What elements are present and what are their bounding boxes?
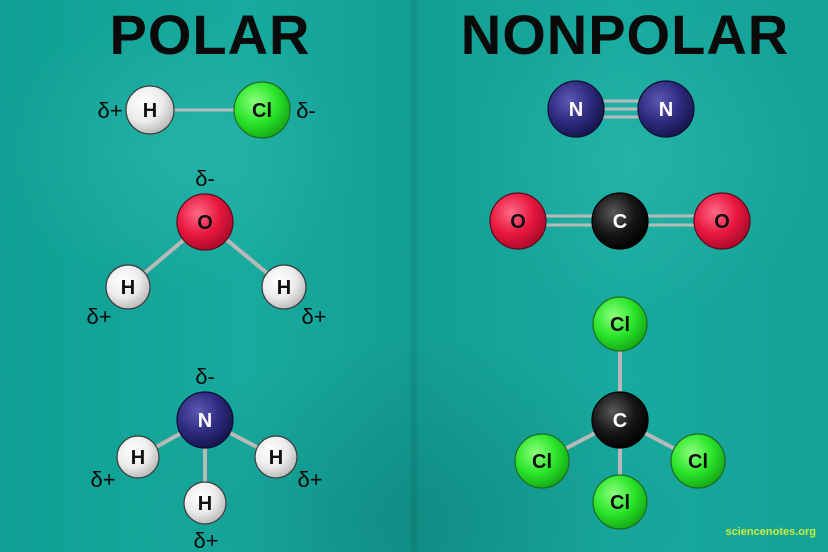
oxygen-atom: O <box>693 192 751 250</box>
nitrogen-atom: N <box>547 80 605 138</box>
atom-label: C <box>613 410 627 432</box>
ammonia-hydrogen-atom: H <box>254 435 298 479</box>
partial-charge-label: δ+ <box>193 528 218 552</box>
hcl-hydrogen-atom: H <box>125 85 175 135</box>
atom-label: O <box>714 211 730 233</box>
partial-charge-label: δ+ <box>86 304 111 329</box>
carbon-tetrachloride-molecule: Cl C Cl Cl Cl <box>514 296 726 530</box>
nitrogen-atom: N <box>637 80 695 138</box>
atom-label: Cl <box>610 314 630 336</box>
carbon-atom: C <box>591 391 649 449</box>
hcl-chlorine-atom: Cl <box>233 81 291 139</box>
partial-charge-label: δ- <box>296 98 316 123</box>
water-hydrogen-atom: H <box>261 264 307 310</box>
atom-label: H <box>143 100 157 122</box>
chlorine-atom: Cl <box>670 433 726 489</box>
atom-label: H <box>121 277 135 299</box>
water-hydrogen-atom: H <box>105 264 151 310</box>
water-oxygen-atom: O <box>176 193 234 251</box>
atom-label: H <box>131 447 145 469</box>
atom-label: H <box>198 493 212 515</box>
partial-charge-label: δ+ <box>301 304 326 329</box>
ammonia-hydrogen-atom: H <box>183 481 227 525</box>
ammonia-molecule: N H H H δ- δ+ δ+ δ+ <box>90 364 322 552</box>
partial-charge-label: δ- <box>195 166 215 191</box>
atom-label: Cl <box>610 492 630 514</box>
partial-charge-label: δ+ <box>97 98 122 123</box>
ammonia-nitrogen-atom: N <box>176 391 234 449</box>
oxygen-atom: O <box>489 192 547 250</box>
nitrogen-gas-molecule: N N <box>547 80 695 138</box>
atom-label: Cl <box>688 451 708 473</box>
atom-label: H <box>269 447 283 469</box>
chlorine-atom: Cl <box>514 433 570 489</box>
atom-label: O <box>510 211 526 233</box>
atom-label: N <box>198 410 212 432</box>
chlorine-atom: Cl <box>592 474 648 530</box>
atom-label: Cl <box>532 451 552 473</box>
ammonia-hydrogen-atom: H <box>116 435 160 479</box>
atom-label: Cl <box>252 100 272 122</box>
chlorine-atom: Cl <box>592 296 648 352</box>
hcl-molecule: H Cl δ+ δ- <box>97 81 316 139</box>
atom-label: N <box>569 99 583 121</box>
partial-charge-label: δ+ <box>297 467 322 492</box>
carbon-atom: C <box>591 192 649 250</box>
carbon-dioxide-molecule: O C O <box>489 192 751 250</box>
atom-label: H <box>277 277 291 299</box>
atom-label: C <box>613 211 627 233</box>
atom-label: N <box>659 99 673 121</box>
partial-charge-label: δ- <box>195 364 215 389</box>
source-credit: sciencenotes.org <box>725 526 816 538</box>
atom-label: O <box>197 212 213 234</box>
panel-divider <box>408 0 420 552</box>
polar-heading: POLAR <box>109 3 311 66</box>
nonpolar-heading: NONPOLAR <box>460 3 790 66</box>
water-molecule: O H H δ- δ+ δ+ <box>86 166 326 329</box>
partial-charge-label: δ+ <box>90 467 115 492</box>
